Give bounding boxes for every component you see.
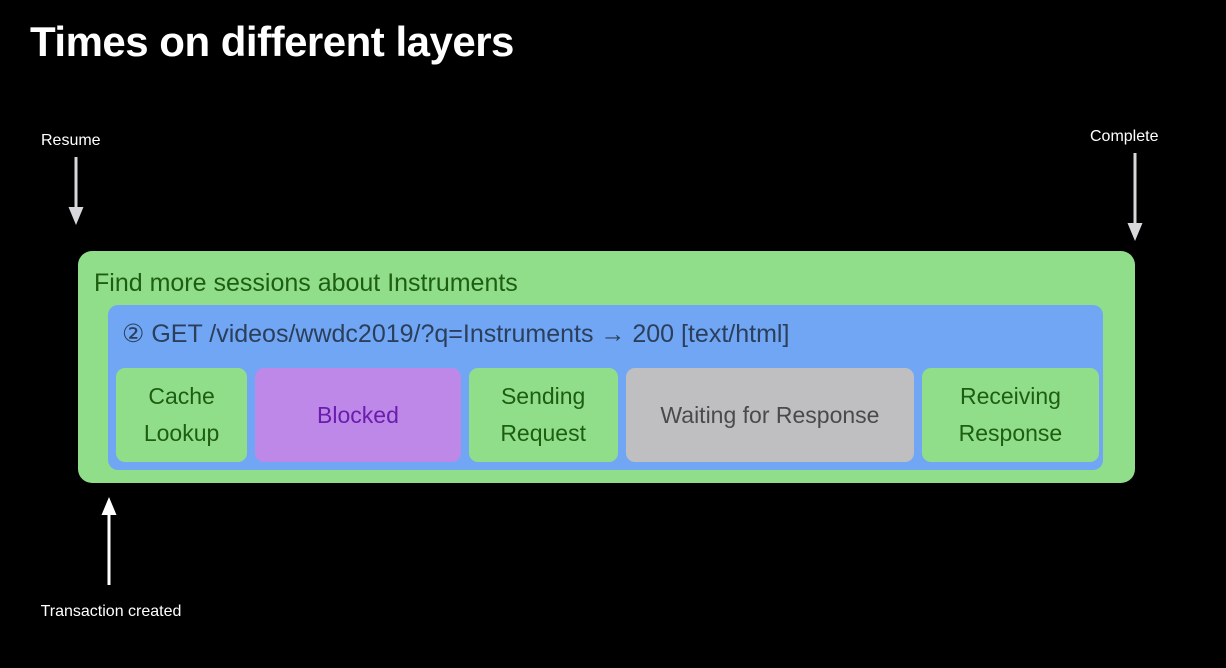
resume-label: Resume — [41, 132, 101, 149]
segment-blocked[interactable]: Blocked — [255, 368, 461, 462]
segment-sending-request[interactable]: Sending Request — [468, 368, 618, 462]
request-line: ② GET /videos/wwdc2019/?q=Instruments → … — [122, 320, 790, 348]
phase-segments: Cache Lookup Blocked Sending Request Wai… — [116, 368, 1099, 462]
resume-arrow-down-icon — [66, 157, 86, 225]
segment-cache-lookup[interactable]: Cache Lookup — [116, 368, 248, 462]
layer-title: Find more sessions about Instruments — [94, 269, 518, 297]
complete-label: Complete — [1090, 128, 1159, 145]
transaction-created-label: Transaction created — [40, 603, 182, 620]
page-title: Times on different layers — [30, 18, 514, 65]
segment-receiving-response[interactable]: Receiving Response — [922, 368, 1099, 462]
complete-arrow-down-icon — [1125, 153, 1145, 241]
segment-waiting-for-response[interactable]: Waiting for Response — [625, 368, 915, 462]
transaction-created-arrow-up-icon — [99, 497, 119, 585]
